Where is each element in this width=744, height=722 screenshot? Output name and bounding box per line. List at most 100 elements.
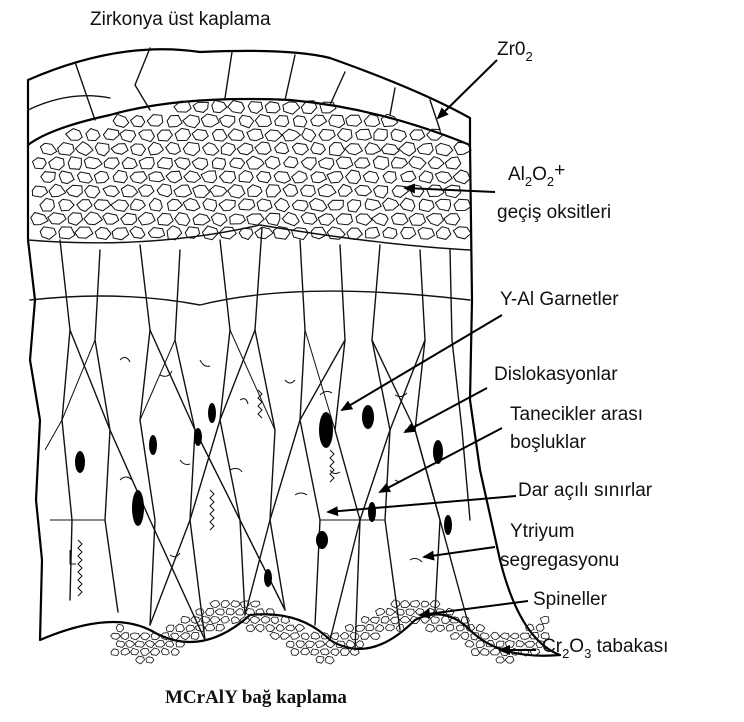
grain-cell bbox=[139, 130, 155, 142]
grain-cell bbox=[196, 609, 205, 616]
grain-cell bbox=[183, 115, 200, 128]
grain-cell bbox=[212, 130, 227, 142]
grain-cell bbox=[355, 625, 364, 631]
grain-cell bbox=[419, 171, 433, 183]
grain-cell bbox=[228, 129, 244, 141]
grain-cell bbox=[370, 617, 379, 623]
grain-cell bbox=[126, 640, 135, 647]
grain-cell bbox=[48, 213, 66, 225]
grain-cell bbox=[453, 227, 471, 239]
grain-cell bbox=[103, 129, 119, 140]
grain-cell bbox=[417, 143, 433, 154]
grain-cell bbox=[193, 102, 208, 112]
grain-cell bbox=[32, 186, 47, 197]
cr2o3-tabakasi-label: Cr2O3 tabakası bbox=[542, 636, 668, 661]
grain-cell bbox=[236, 609, 244, 616]
grain-cell bbox=[290, 633, 299, 640]
grain-cell bbox=[86, 129, 100, 141]
grain-cell bbox=[131, 116, 145, 127]
grain-cell bbox=[410, 130, 425, 140]
segregasyonu-label: segregasyonu bbox=[500, 550, 619, 571]
grain-cell bbox=[350, 632, 359, 639]
grain-cell bbox=[281, 617, 290, 624]
grain-cell bbox=[391, 157, 407, 168]
grain-cell bbox=[68, 157, 81, 170]
grain-cell bbox=[320, 649, 329, 655]
grain-cell bbox=[261, 616, 270, 623]
grain-cell bbox=[510, 633, 519, 639]
grain-cell bbox=[193, 214, 210, 225]
grain-cell bbox=[75, 227, 93, 238]
grain-cell bbox=[286, 641, 294, 648]
grain-cell bbox=[274, 172, 291, 184]
grain-cell bbox=[345, 144, 363, 155]
grain-cell bbox=[292, 143, 308, 155]
grain-cell bbox=[216, 624, 224, 631]
grain-cell bbox=[228, 101, 245, 114]
grain-cell bbox=[76, 142, 94, 156]
grain-cell bbox=[428, 157, 444, 169]
grain-cell bbox=[266, 185, 281, 197]
grain-cell bbox=[361, 632, 370, 639]
grain-cell bbox=[265, 130, 282, 141]
grain-cell bbox=[146, 657, 154, 663]
grain-cell bbox=[520, 633, 530, 639]
grain-cell bbox=[301, 185, 316, 197]
grain-cell bbox=[246, 156, 264, 169]
grain-cell bbox=[257, 171, 271, 182]
grain-cell bbox=[500, 633, 509, 640]
grain-cell bbox=[282, 129, 300, 141]
grain-cell bbox=[270, 632, 280, 639]
grain-cell bbox=[210, 185, 227, 196]
grain-cell bbox=[450, 633, 459, 640]
grain-cell bbox=[246, 625, 255, 632]
grain-cell bbox=[275, 142, 289, 154]
grain-cell bbox=[319, 158, 334, 170]
grain-cell bbox=[68, 213, 83, 226]
grain-cell bbox=[376, 625, 384, 632]
grain-cell bbox=[311, 115, 327, 126]
spinel-layer bbox=[111, 600, 550, 664]
grain-cell bbox=[149, 172, 165, 182]
grain-cell bbox=[237, 143, 253, 155]
grain-cell bbox=[301, 633, 309, 640]
grain-cell bbox=[410, 601, 420, 608]
grain-cell bbox=[399, 142, 416, 156]
grain-cell bbox=[174, 185, 192, 197]
mcraly-bag-kaplama-title: MCrAlY bağ kaplama bbox=[165, 687, 347, 708]
grain-cell bbox=[239, 199, 255, 210]
grain-cell bbox=[135, 641, 144, 647]
grain-cell bbox=[505, 641, 514, 648]
grain-cell bbox=[103, 186, 119, 197]
grain-cell bbox=[191, 632, 199, 639]
grain-cell bbox=[116, 624, 124, 632]
grain-cell bbox=[421, 601, 429, 607]
grain-cell bbox=[113, 170, 127, 182]
grain-cell bbox=[400, 616, 410, 623]
grain-cell bbox=[94, 171, 109, 183]
grain-cell bbox=[395, 609, 404, 615]
grain-cell bbox=[151, 648, 160, 655]
grain-cell bbox=[435, 199, 450, 211]
grain-cell bbox=[363, 171, 379, 183]
grain-cell bbox=[336, 157, 353, 169]
grain-cell bbox=[95, 143, 109, 156]
grain-cell bbox=[166, 171, 182, 183]
grain-cell bbox=[168, 199, 183, 210]
grain-cell bbox=[356, 129, 372, 140]
grain-cell bbox=[391, 213, 408, 225]
grain-cell bbox=[84, 212, 103, 225]
grain-cell bbox=[318, 184, 336, 197]
grain-cell bbox=[383, 227, 397, 238]
grain-cell bbox=[176, 624, 185, 632]
grain-cell bbox=[171, 648, 179, 655]
spineller-label: Spineller bbox=[533, 589, 608, 610]
grain-cell bbox=[406, 609, 415, 616]
grain-cell bbox=[292, 171, 308, 183]
grain-cell bbox=[255, 142, 271, 154]
grain-cell bbox=[465, 640, 474, 647]
grain-cell bbox=[175, 213, 190, 226]
grain-cell bbox=[181, 616, 190, 623]
grain-cell bbox=[250, 601, 260, 607]
